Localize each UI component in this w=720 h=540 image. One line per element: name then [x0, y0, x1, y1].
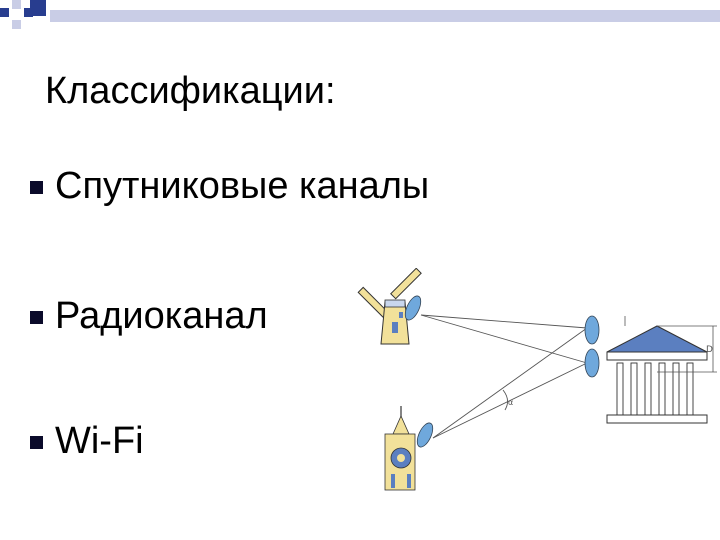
corner-decoration: [0, 0, 720, 29]
slide-title: Классификации:: [45, 70, 336, 112]
dimension-marker: [624, 316, 717, 373]
radio-link-diagram: α: [357, 268, 717, 491]
bullet-item-wifi: Wi-Fi: [30, 420, 144, 463]
bullet-label: Радиоканал: [55, 295, 268, 337]
bullet-item-radio: Радиоканал: [30, 295, 268, 338]
dish-antenna-icon: [584, 315, 600, 345]
clock-tower-icon: [384, 406, 416, 491]
signal-lines: [420, 314, 588, 439]
bullet-label: Wi-Fi: [55, 420, 144, 462]
corner-square-light: [12, 0, 21, 9]
corner-square-dark: [24, 8, 33, 17]
building-icon: [606, 325, 708, 424]
bullet-square-icon: [30, 311, 43, 324]
bullet-label: Спутниковые каналы: [55, 165, 430, 207]
corner-square-dark: [30, 0, 46, 16]
windmill-icon: [357, 268, 422, 345]
dish-antenna-icon: [584, 348, 600, 378]
dish-antenna-icon: [416, 422, 434, 448]
bullet-item-satellite: Спутниковые каналы: [30, 165, 429, 208]
bullet-square-icon: [30, 436, 43, 449]
dish-antenna-icon: [404, 295, 422, 321]
corner-square-dark: [0, 8, 9, 17]
angle-label: α: [508, 398, 513, 407]
top-band: [50, 10, 720, 22]
dimension-label: D: [706, 345, 713, 355]
corner-square-light: [12, 20, 21, 29]
bullet-square-icon: [30, 181, 43, 194]
